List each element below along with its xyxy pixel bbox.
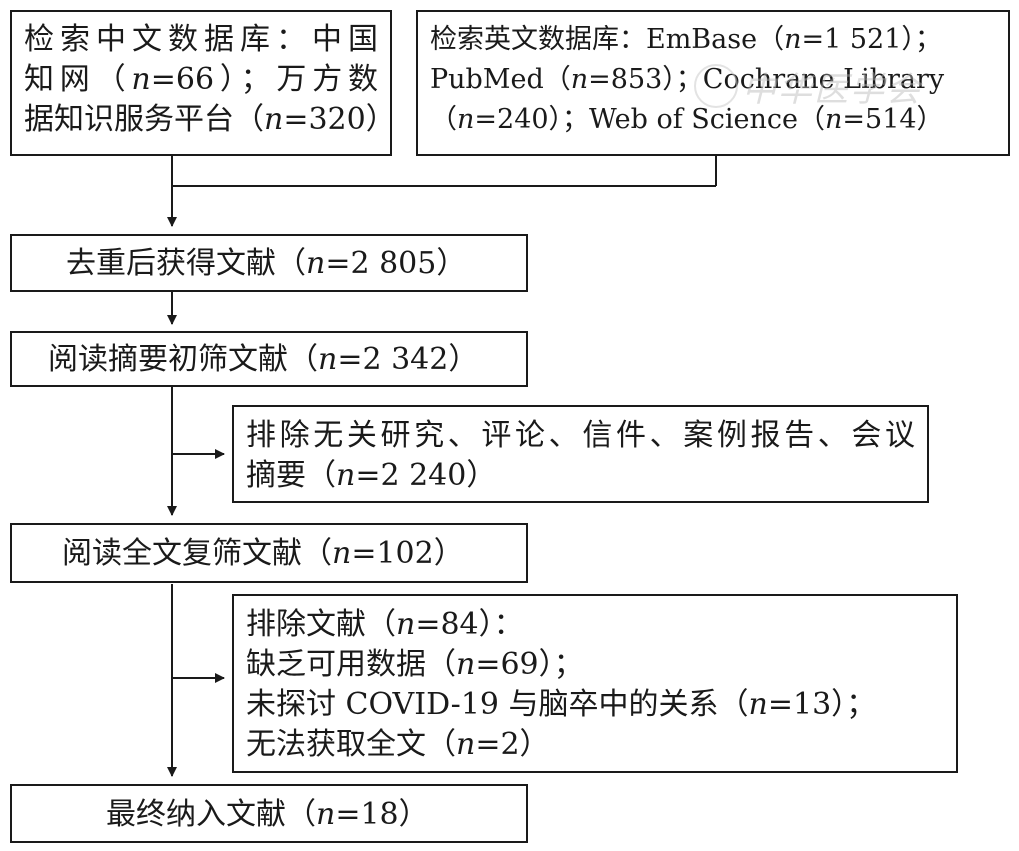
fulltext-exclusion-line-4: 无法获取全文（n=2） xyxy=(246,725,944,765)
fulltext-exclusion-text-2a: 缺乏可用数据（ xyxy=(246,647,456,682)
chinese-db-n-1: n xyxy=(131,62,151,97)
english-db-text-3b: =240）；Web of Science（ xyxy=(474,104,825,135)
fulltext-exclusion-text-1a: 排除文献（ xyxy=(246,607,396,642)
english-db-line-2: PubMed（n=853）；Cochrane Library xyxy=(430,60,996,100)
dedup-text-a: 去重后获得文献（ xyxy=(66,246,306,281)
fulltext-exclusion-box: 排除文献（n=84）： 缺乏可用数据（n=69）； 未探讨 COVID-19 与… xyxy=(232,594,958,773)
chinese-db-text-3b: =320） xyxy=(283,102,396,137)
deduplication-box: 去重后获得文献（n=2 805） xyxy=(10,234,528,292)
fulltext-exclusion-n-1: n xyxy=(396,607,416,642)
fulltext-exclusion-line-3: 未探讨 COVID-19 与脑卒中的关系（n=13）； xyxy=(246,685,944,725)
fulltext-exclusion-n-2: n xyxy=(456,647,476,682)
english-db-line-1: 检索英文数据库：EmBase（n=1 521）； xyxy=(430,20,996,60)
abstract-exclusion-line-1: 排除无关研究、评论、信件、案例报告、会议 xyxy=(246,416,915,456)
chinese-db-text-1: 检索中文数据库：中国 xyxy=(24,22,378,57)
english-database-box: 检索英文数据库：EmBase（n=1 521）； PubMed（n=853）；C… xyxy=(416,10,1010,156)
fulltext-exclusion-text-3a: 未探讨 COVID-19 与脑卒中的关系（ xyxy=(246,687,749,722)
fulltext-exclusion-n-3: n xyxy=(748,687,768,722)
chinese-db-text-2a: 知网（ xyxy=(24,62,132,97)
fulltext-screening-box: 阅读全文复筛文献（n=102） xyxy=(10,523,528,583)
fulltext-exclusion-text-1b: =84）： xyxy=(415,607,524,642)
abstract-exclusion-n: n xyxy=(336,458,356,493)
fulltext-exclusion-line-2: 缺乏可用数据（n=69）； xyxy=(246,645,944,685)
dedup-text-b: =2 805） xyxy=(325,246,467,281)
chinese-db-line-2: 知网（n=66）；万方数 xyxy=(24,60,378,100)
english-db-text-2a: PubMed（ xyxy=(430,64,571,95)
included-text-a: 最终纳入文献（ xyxy=(106,797,316,832)
abstract-exclusion-text-2a: 摘要（ xyxy=(246,458,336,493)
included-text-b: =18） xyxy=(335,797,429,832)
chinese-db-text-2b: =66）；万方数 xyxy=(150,62,379,97)
abstract-exclusion-text-2b: =2 240） xyxy=(355,458,497,493)
abstract-screening-box: 阅读摘要初筛文献（n=2 342） xyxy=(10,331,528,387)
fulltext-screen-text-a: 阅读全文复筛文献（ xyxy=(62,536,332,571)
english-db-n-1: n xyxy=(784,24,802,55)
abstract-screen-text-a: 阅读摘要初筛文献（ xyxy=(48,342,318,377)
abstract-screen-text-b: =2 342） xyxy=(337,342,479,377)
fulltext-exclusion-n-4: n xyxy=(456,727,476,762)
english-db-n-2: n xyxy=(570,64,589,95)
english-db-n-3: n xyxy=(457,104,475,135)
chinese-db-n-2: n xyxy=(264,102,284,137)
fulltext-screen-line: 阅读全文复筛文献（n=102） xyxy=(62,534,526,574)
chinese-db-line-1: 检索中文数据库：中国 xyxy=(24,20,378,60)
fulltext-exclusion-text-4a: 无法获取全文（ xyxy=(246,727,456,762)
english-db-text-3a: （ xyxy=(430,104,457,135)
abstract-exclusion-box: 排除无关研究、评论、信件、案例报告、会议 摘要（n=2 240） xyxy=(232,405,929,503)
included-line: 最终纳入文献（n=18） xyxy=(106,795,526,835)
english-db-text-2b: =853）；Cochrane Library xyxy=(588,64,945,95)
fulltext-exclusion-line-1: 排除文献（n=84）： xyxy=(246,605,944,645)
english-db-line-3: （n=240）；Web of Science（n=514） xyxy=(430,100,996,140)
fulltext-screen-n: n xyxy=(332,536,352,571)
english-db-text-1b: =1 521）； xyxy=(801,24,942,55)
fulltext-exclusion-text-3b: =13）； xyxy=(767,687,877,722)
english-db-n-4: n xyxy=(825,104,843,135)
fulltext-exclusion-text-4b: =2） xyxy=(475,727,550,762)
dedup-n: n xyxy=(306,246,326,281)
included-studies-box: 最终纳入文献（n=18） xyxy=(10,784,528,843)
fulltext-screen-text-b: =102） xyxy=(351,536,464,571)
chinese-database-box: 检索中文数据库：中国 知网（n=66）；万方数 据知识服务平台（n=320） xyxy=(10,10,396,156)
english-db-text-1a: 检索英文数据库：EmBase（ xyxy=(430,24,785,55)
fulltext-exclusion-text-2b: =69）； xyxy=(475,647,584,682)
included-n: n xyxy=(316,797,336,832)
abstract-screen-line: 阅读摘要初筛文献（n=2 342） xyxy=(48,340,526,380)
chinese-db-text-3a: 据知识服务平台（ xyxy=(24,102,264,137)
dedup-line: 去重后获得文献（n=2 805） xyxy=(66,244,526,284)
chinese-db-line-3: 据知识服务平台（n=320） xyxy=(24,100,396,140)
abstract-screen-n: n xyxy=(318,342,338,377)
abstract-exclusion-text-1: 排除无关研究、评论、信件、案例报告、会议 xyxy=(246,418,915,453)
english-db-text-3c: =514） xyxy=(842,104,944,135)
abstract-exclusion-line-2: 摘要（n=2 240） xyxy=(246,456,915,496)
